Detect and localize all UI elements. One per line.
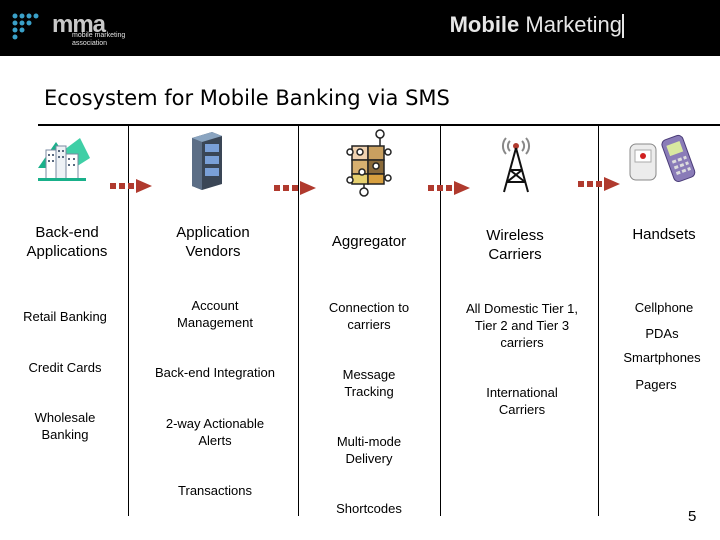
- vendors-item: Transactions: [178, 483, 252, 498]
- aggregator-item: Message Tracking: [342, 367, 396, 399]
- phones-icon: [629, 134, 696, 182]
- flow-arrow-icon: [578, 177, 620, 191]
- column-header-aggregator: Aggregator: [331, 233, 407, 250]
- antenna-tower-icon: [502, 137, 530, 193]
- brand-title: Mobile Marketing: [450, 12, 622, 38]
- handsets-item: Pagers: [635, 377, 677, 392]
- building-icon: [38, 138, 90, 181]
- flow-arrow-icon: [274, 181, 316, 195]
- brand-title-bold: Mobile: [449, 12, 520, 37]
- handsets-item: PDAs: [645, 326, 679, 341]
- top-rule: [38, 124, 720, 126]
- slide-title: Ecosystem for Mobile Banking via SMS: [44, 86, 450, 110]
- column-divider: [598, 126, 599, 516]
- brand-title-rest: Marketing: [519, 12, 622, 37]
- mma-logo-word: mma: [52, 11, 106, 38]
- backend-item: Retail Banking: [23, 309, 107, 324]
- backend-item: Credit Cards: [28, 360, 102, 375]
- column-header-handsets: Handsets: [632, 226, 696, 243]
- brand-divider: [622, 14, 624, 38]
- server-icon: [192, 132, 222, 190]
- mma-logo-subtitle: mobile marketing association: [72, 32, 126, 47]
- handsets-item: Cellphone: [634, 300, 694, 315]
- carriers-item: All Domestic Tier 1, Tier 2 and Tier 3 c…: [466, 301, 578, 350]
- column-divider: [128, 126, 129, 516]
- flow-arrow-icon: [428, 181, 470, 195]
- handsets-item: Smartphones: [623, 350, 701, 365]
- aggregator-item: Multi-mode Delivery: [336, 434, 402, 466]
- aggregator-item: Connection to carriers: [328, 300, 410, 332]
- carriers-item: International Carriers: [486, 385, 558, 417]
- puzzle-icon: [346, 129, 392, 197]
- mma-dots-icon: [12, 13, 39, 40]
- vendors-item: Account Management: [177, 298, 253, 330]
- column-divider: [298, 126, 299, 516]
- mma-logo: mma mobile marketing association: [10, 8, 150, 50]
- vendors-item: 2-way Actionable Alerts: [165, 416, 265, 448]
- column-header-carriers: Wireless Carriers: [486, 227, 544, 263]
- vendors-item: Back-end Integration: [155, 365, 275, 380]
- column-header-backend: Back-end Applications: [26, 224, 108, 260]
- aggregator-item: Shortcodes: [336, 501, 402, 516]
- column-header-vendors: Application Vendors: [176, 224, 250, 260]
- flow-arrow-icon: [110, 179, 152, 193]
- column-divider: [440, 126, 441, 516]
- page-number: 5: [688, 508, 697, 525]
- header-bar: mma mobile marketing association Mobile …: [0, 0, 720, 56]
- backend-item: Wholesale Banking: [34, 410, 96, 442]
